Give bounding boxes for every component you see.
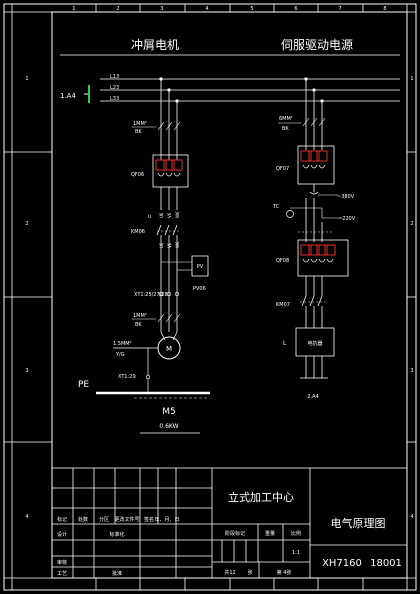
ground-wire: 1.5MM² xyxy=(113,341,132,347)
breaker-label: QF06 xyxy=(131,172,144,178)
bus-label: L33 xyxy=(110,96,119,102)
contactor-label: KM07 xyxy=(276,302,290,308)
col-label: 5 xyxy=(250,6,253,12)
svg-text:V6: V6 xyxy=(167,212,172,218)
header-signature: 签名 xyxy=(144,516,154,523)
transformer-icon xyxy=(286,210,294,218)
header-date: 年、月、日 xyxy=(154,516,179,523)
pe-bus-label: PE xyxy=(78,380,89,390)
title-block xyxy=(51,467,408,579)
label-stage-mark: 阶段标记 xyxy=(225,530,245,537)
col-label: 1 xyxy=(72,6,75,12)
motor-name: M5 xyxy=(162,407,176,417)
sheet-word: 张 xyxy=(247,569,252,576)
drawing-title: 电气原理图 xyxy=(331,516,386,530)
transformer-label: TC xyxy=(272,204,280,210)
company-title: 立式加工中心 xyxy=(228,490,294,504)
svg-text:W6: W6 xyxy=(175,211,180,218)
left-section-title: 冲屑电机 xyxy=(131,37,179,52)
motor-wire-color: BK xyxy=(135,322,142,328)
header-count: 处数 xyxy=(78,516,88,523)
wire-color: BK xyxy=(135,129,142,135)
column-ticks xyxy=(95,4,364,590)
bus-reference: 1.A4 xyxy=(60,92,76,100)
wire-gauge: 6MM² xyxy=(279,116,293,122)
right-circuit: 6MM² BK QF07 ~380V ~220V TC xyxy=(272,79,356,400)
col-label: 2 xyxy=(116,6,119,12)
row-label: 4 xyxy=(25,514,28,520)
svg-text:W6: W6 xyxy=(175,241,180,248)
bus-label: L23 xyxy=(110,85,119,91)
breaker-qf07 xyxy=(297,145,335,185)
header-zone: 分区 xyxy=(99,516,109,523)
terminal-label: XT1:25/27/28 xyxy=(134,292,168,298)
reactor-label: 电抗器 xyxy=(307,340,322,347)
row-label: 3 xyxy=(410,368,413,374)
row-label: 3 xyxy=(25,368,28,374)
label-process: 工艺 xyxy=(57,571,67,577)
col-label: 6 xyxy=(294,6,297,12)
scale-value: 1:1 xyxy=(292,550,300,556)
row-label: 2 xyxy=(410,221,413,227)
motor-wire-gauge: 1MM² xyxy=(133,313,147,319)
reactor-box xyxy=(295,327,335,357)
column-labels: 1 2 3 4 5 6 7 8 xyxy=(72,6,386,12)
label-weight: 重量 xyxy=(265,530,275,537)
svg-text:V6: V6 xyxy=(167,242,172,248)
row-label: 1 xyxy=(410,76,413,82)
breaker-qf06 xyxy=(152,154,189,188)
voltage-out: ~220V xyxy=(338,216,356,222)
col-label: 4 xyxy=(205,6,208,12)
right-section-title: 伺服驱动电源 xyxy=(281,38,353,52)
wire-gauge: 1MM² xyxy=(133,121,147,127)
right-reference: 2.A4 xyxy=(307,394,318,400)
svg-text:U6: U6 xyxy=(159,242,164,248)
voltage-in: ~380V xyxy=(337,194,355,200)
row-label: 1 xyxy=(25,76,28,82)
relay-ref: PV06 xyxy=(193,286,206,292)
label-design: 设计 xyxy=(57,531,67,538)
ground-color: Y/G xyxy=(115,352,125,358)
svg-text:U6: U6 xyxy=(159,212,164,218)
label-scale: 比例 xyxy=(291,530,301,537)
pe-terminal: XT1:29 xyxy=(118,374,136,380)
label-audit: 审核 xyxy=(57,559,67,566)
motor-power: 0.6KW xyxy=(159,423,178,430)
breaker-label: QF08 xyxy=(276,258,289,264)
col-label: 3 xyxy=(160,6,163,12)
reactor-symbol: L xyxy=(283,340,287,347)
drawing-number: XH7160 xyxy=(322,558,362,569)
header-change-doc: 更改文件号 xyxy=(114,516,139,523)
label-standardize: 标准化 xyxy=(109,531,124,538)
wire-number: U xyxy=(148,214,151,220)
document-number: 18001 xyxy=(370,558,402,569)
wire-color: BK xyxy=(282,126,289,132)
relay-label: PV xyxy=(197,264,204,270)
sheets-total: 共12 xyxy=(224,569,235,576)
left-circuit: 1.A4 L13 L23 L33 1MM² BK xyxy=(60,74,400,434)
sheet-number: 第 4张 xyxy=(277,569,292,576)
contactor-label: KM06 xyxy=(131,229,145,235)
row-label: 4 xyxy=(410,514,413,520)
row-label: 2 xyxy=(25,221,28,227)
breaker-qf08 xyxy=(297,239,349,277)
row-ticks xyxy=(4,151,416,443)
title-block-text: 立式加工中心 电气原理图 XH7160 18001 标记 处数 分区 更改文件号… xyxy=(57,490,402,577)
row-labels: 1 2 3 4 1 2 3 4 xyxy=(25,76,413,520)
bus-label: L13 xyxy=(110,74,119,80)
motor-symbol: M xyxy=(166,345,172,353)
breaker-label: QF07 xyxy=(276,166,289,172)
relay-pv xyxy=(191,255,209,277)
header-mark: 标记 xyxy=(57,516,67,523)
col-label: 8 xyxy=(383,6,386,12)
label-approve: 批准 xyxy=(112,570,122,577)
col-label: 7 xyxy=(338,6,341,12)
